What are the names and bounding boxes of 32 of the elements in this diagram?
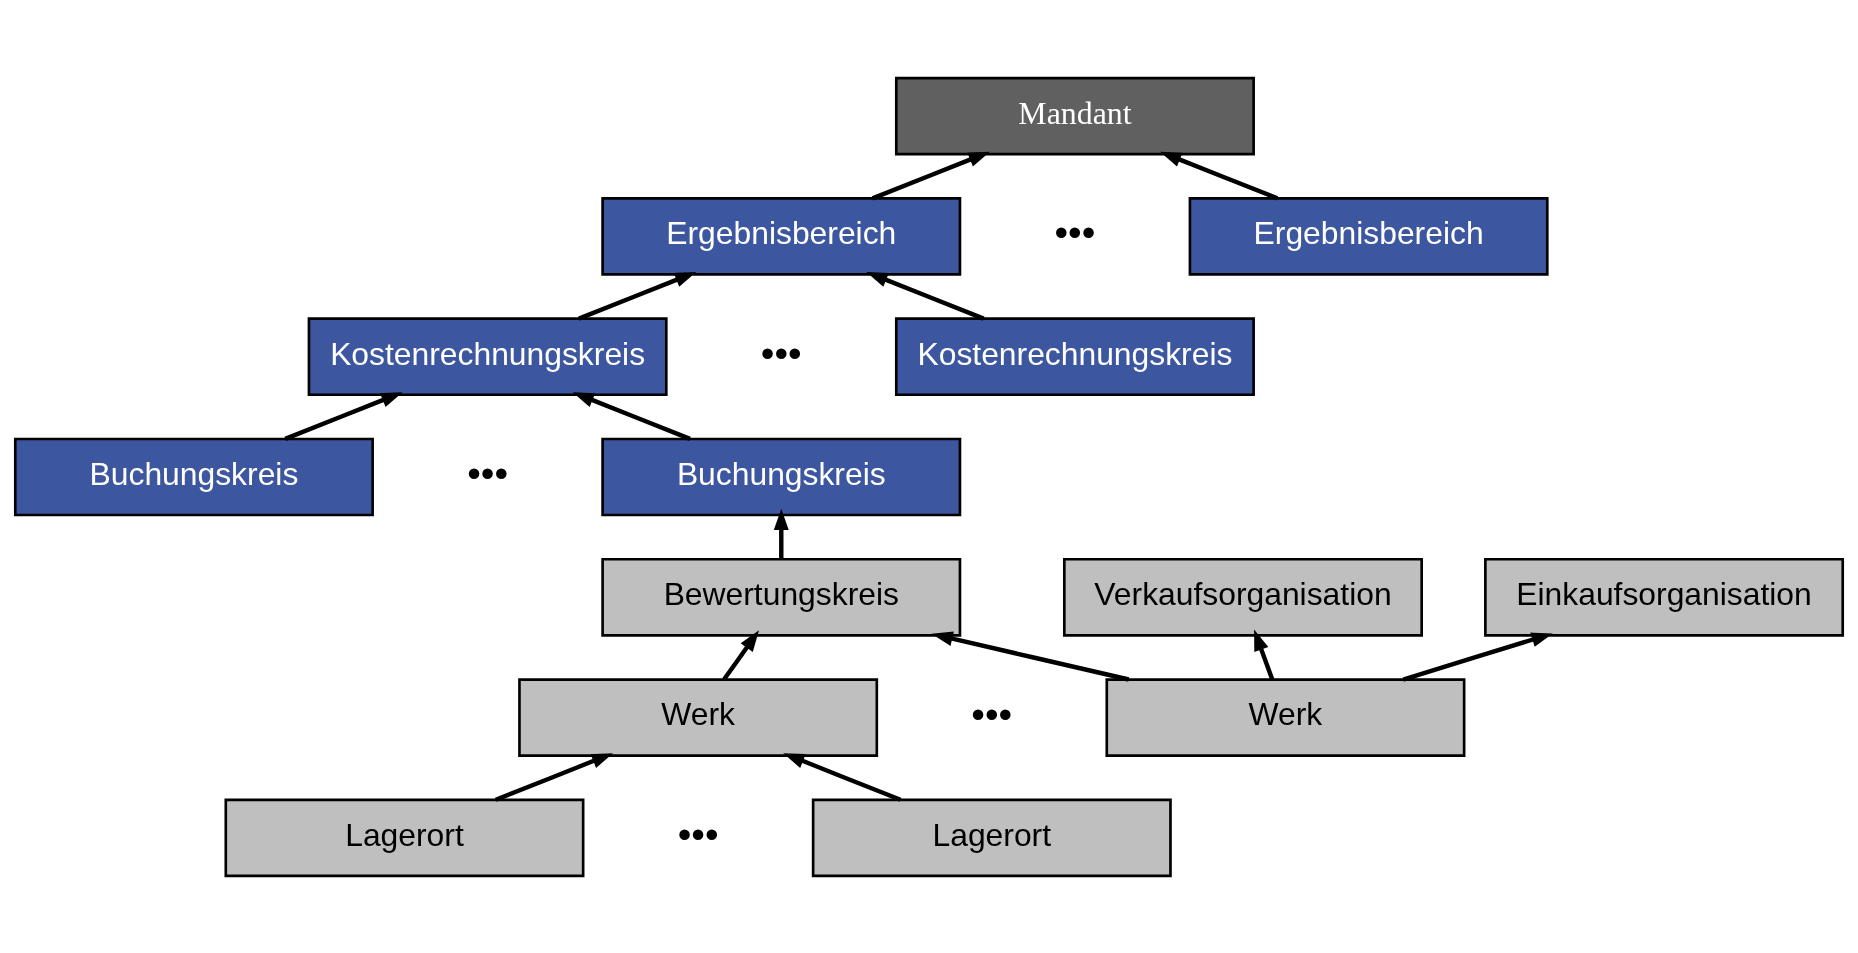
node-box: Mandant xyxy=(894,76,1255,155)
arrow xyxy=(931,630,1130,682)
arrow xyxy=(1402,632,1553,682)
arrow xyxy=(494,752,614,802)
arrow xyxy=(783,752,902,802)
label: ••• xyxy=(467,451,509,495)
arrow xyxy=(284,391,403,441)
node-box: Ergebnisbereich xyxy=(1188,196,1549,276)
node-box: Werk xyxy=(518,677,879,757)
arrow xyxy=(1160,151,1279,200)
arrow xyxy=(572,391,691,441)
label: ••• xyxy=(677,812,719,856)
node-box: Buchungskreis xyxy=(13,437,374,516)
arrow xyxy=(1254,628,1275,680)
arrow xyxy=(578,271,697,321)
node-box: Bewertungskreis xyxy=(601,557,962,637)
node-box: Ergebnisbereich xyxy=(601,196,962,276)
node-box: Lagerort xyxy=(224,798,585,877)
node-box: Kostenrechnungskreis xyxy=(894,316,1255,396)
arrow xyxy=(773,508,789,559)
node-box: Kostenrechnungskreis xyxy=(307,316,668,396)
arrow xyxy=(871,151,990,200)
node-box: Einkaufsorganisation xyxy=(1484,557,1845,637)
node-box: Buchungskreis xyxy=(601,437,962,516)
node-box: Lagerort xyxy=(811,798,1172,877)
label: ••• xyxy=(760,331,802,375)
arrow xyxy=(722,629,760,681)
label: ••• xyxy=(971,692,1013,735)
arrow xyxy=(866,271,985,321)
node-box: Verkaufsorganisation xyxy=(1063,557,1423,637)
label: ••• xyxy=(1054,210,1096,254)
node-box: Werk xyxy=(1105,677,1466,757)
